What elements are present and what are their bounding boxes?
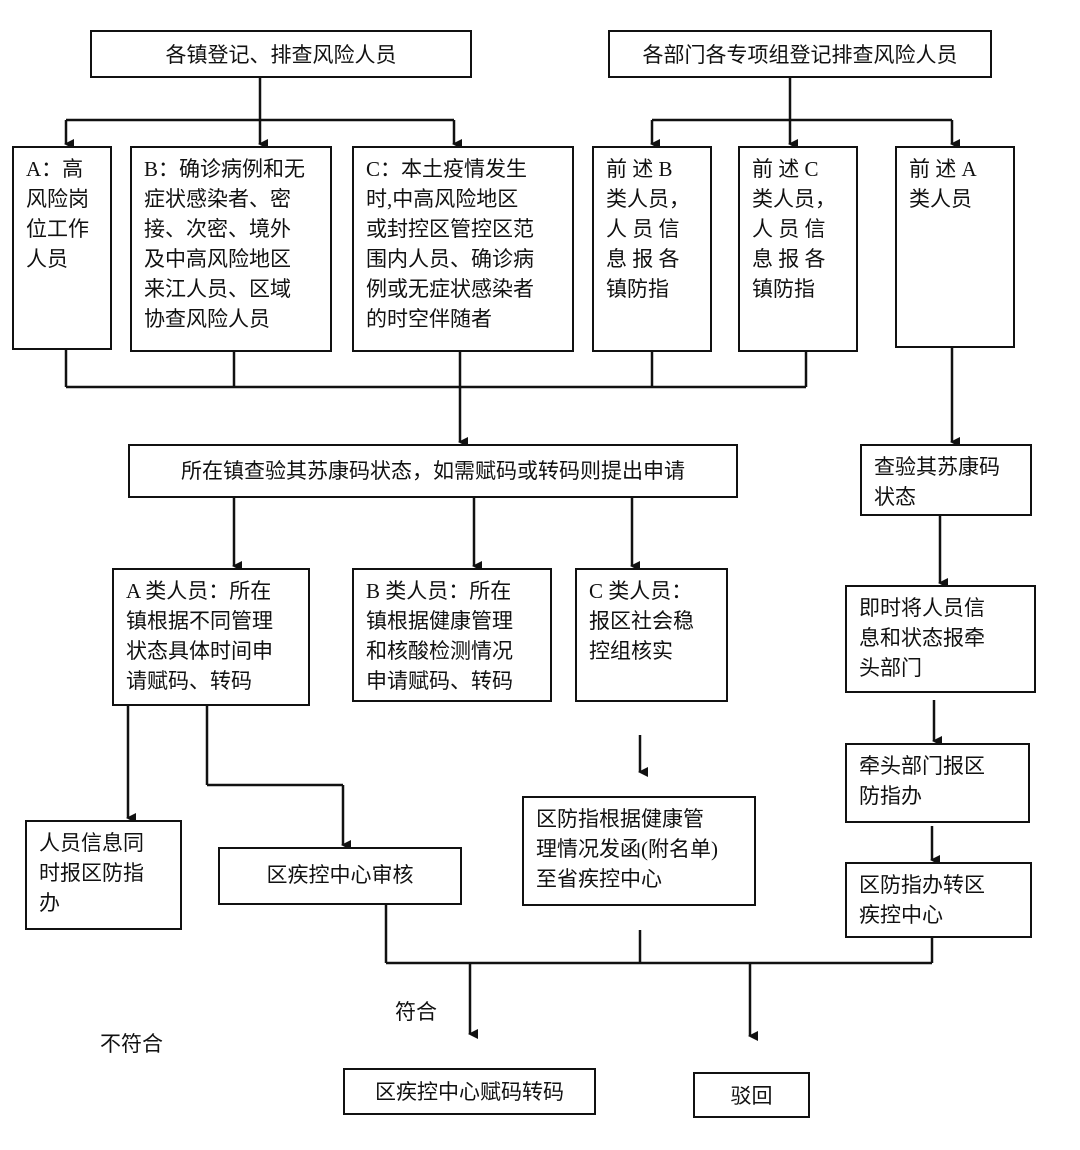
apply-c-box: C 类人员： 报区社会稳 控组核实: [575, 568, 728, 702]
category-c-box: C：本土疫情发生 时,中高风险地区 或封控区管控区范 围内人员、确诊病 例或无症…: [352, 146, 574, 352]
pass-label: 符合: [395, 1000, 437, 1024]
category-a-box: A：高 风险岗 位工作 人员: [12, 146, 112, 350]
dept-category-c-box: 前 述 C 类人员， 人 员 信 息 报 各 镇防指: [738, 146, 858, 352]
category-b-box: B：确诊病例和无 症状感染者、密 接、次密、境外 及中高风险地区 来江人员、区域…: [130, 146, 332, 352]
transfer-cdc-box: 区防指办转区 疾控中心: [845, 862, 1032, 938]
apply-b-box: B 类人员：所在 镇根据健康管理 和核酸检测情况 申请赋码、转码: [352, 568, 552, 702]
fail-label: 不符合: [100, 1032, 163, 1056]
town-check-box: 所在镇查验其苏康码状态，如需赋码或转码则提出申请: [128, 444, 738, 498]
dept-check-box: 查验其苏康码 状态: [860, 444, 1032, 516]
dept-category-a-box: 前 述 A 类人员: [895, 146, 1015, 348]
dept-category-b-box: 前 述 B 类人员， 人 员 信 息 报 各 镇防指: [592, 146, 712, 352]
letter-box: 区防指根据健康管 理情况发函(附名单) 至省疾控中心: [522, 796, 756, 906]
towns-register-box: 各镇登记、排查风险人员: [90, 30, 472, 78]
report-lead-box: 即时将人员信 息和状态报牵 头部门: [845, 585, 1036, 693]
assign-code-box: 区疾控中心赋码转码: [343, 1068, 596, 1115]
reject-box: 驳回: [693, 1072, 810, 1118]
cdc-review-box: 区疾控中心审核: [218, 847, 462, 905]
notify-box: 人员信息同 时报区防指 办: [25, 820, 182, 930]
apply-a-box: A 类人员：所在 镇根据不同管理 状态具体时间申 请赋码、转码: [112, 568, 310, 706]
lead-report-box: 牵头部门报区 防指办: [845, 743, 1030, 823]
depts-register-box: 各部门各专项组登记排查风险人员: [608, 30, 992, 78]
